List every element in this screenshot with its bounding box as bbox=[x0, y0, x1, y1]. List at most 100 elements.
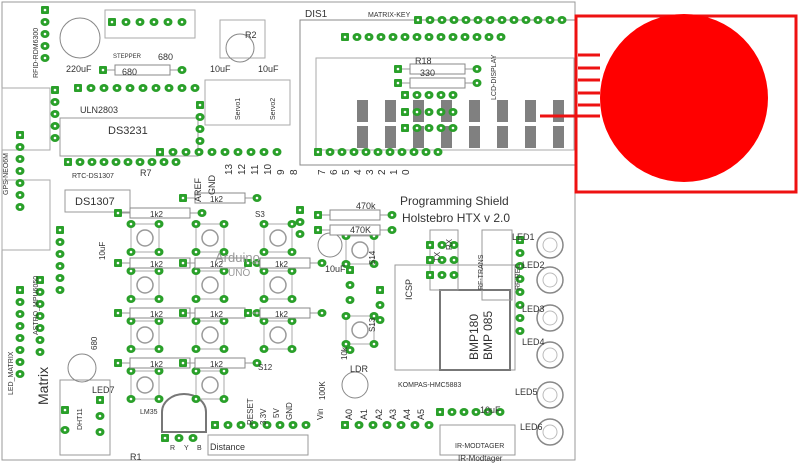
pad-hole bbox=[18, 193, 22, 197]
pad-hole bbox=[440, 243, 444, 247]
pad-hole bbox=[98, 430, 102, 434]
pad-hole bbox=[191, 436, 195, 440]
pad-hole bbox=[320, 311, 324, 315]
pad-hole bbox=[157, 297, 161, 301]
pad-hole bbox=[157, 222, 161, 226]
ds1307-label: DS1307 bbox=[75, 196, 115, 208]
pad-hole bbox=[388, 150, 392, 154]
pad-hole bbox=[200, 211, 204, 215]
pad-hole bbox=[452, 258, 456, 262]
pad-hole bbox=[439, 126, 443, 130]
pad-hole bbox=[53, 100, 57, 104]
pad-hole bbox=[18, 348, 22, 352]
pad-hole bbox=[18, 181, 22, 185]
pad-hole bbox=[138, 160, 142, 164]
pad-hole bbox=[367, 35, 371, 39]
pad-hole bbox=[129, 397, 133, 401]
pad-hole bbox=[180, 86, 184, 90]
pad-hole bbox=[38, 302, 42, 306]
resistor-value-label: 1k2 bbox=[150, 260, 163, 269]
led bbox=[536, 304, 564, 332]
pad-hole bbox=[141, 86, 145, 90]
pad-hole bbox=[403, 110, 407, 114]
pad-hole bbox=[372, 342, 376, 346]
ds3231-outline bbox=[59, 117, 199, 157]
push-button bbox=[126, 367, 164, 403]
pin-number-label: 2 bbox=[377, 169, 388, 175]
pad-hole bbox=[180, 68, 184, 72]
pad-hole bbox=[498, 410, 502, 414]
pin-number-label: 4 bbox=[353, 169, 364, 175]
pad-hole bbox=[166, 20, 170, 24]
pin-number-label: 5 bbox=[341, 169, 352, 175]
button-group bbox=[126, 220, 379, 403]
pad-hole bbox=[344, 314, 348, 318]
pad-hole bbox=[290, 269, 294, 273]
pad-hole bbox=[352, 150, 356, 154]
servo1-label: Servo1 bbox=[235, 98, 242, 120]
pad-hole bbox=[371, 423, 375, 427]
icsp-label: ICSP bbox=[404, 279, 414, 300]
cap-10d-label: 10uF bbox=[480, 405, 501, 415]
pad-hole bbox=[198, 115, 202, 119]
a3-label: A3 bbox=[388, 409, 398, 420]
a4-label: A4 bbox=[402, 409, 412, 420]
push-button bbox=[341, 232, 379, 268]
pad-hole bbox=[390, 228, 394, 232]
gnd2-label: GND bbox=[285, 402, 294, 420]
board-title-2: Holstebro HTX v 2.0 bbox=[402, 211, 510, 225]
pad-hole bbox=[102, 160, 106, 164]
pad-hole bbox=[18, 157, 22, 161]
resistor bbox=[99, 64, 187, 76]
pad-hole bbox=[194, 297, 198, 301]
pin-number-label: 11 bbox=[250, 164, 261, 175]
segment-block bbox=[469, 100, 480, 122]
ir-box bbox=[439, 424, 516, 456]
pad-hole bbox=[38, 338, 42, 342]
pad-hole bbox=[18, 324, 22, 328]
pad-hole bbox=[452, 273, 456, 277]
pad-hole bbox=[181, 361, 185, 365]
pad-hole bbox=[415, 35, 419, 39]
pad-hole bbox=[255, 196, 259, 200]
segment-block bbox=[441, 100, 452, 122]
segment-block bbox=[413, 126, 424, 148]
pad-hole bbox=[451, 126, 455, 130]
pad-hole bbox=[518, 238, 522, 242]
pad-hole bbox=[440, 18, 444, 22]
pad-hole bbox=[463, 35, 467, 39]
matrix-key-label: MATRIX-KEY bbox=[368, 12, 411, 19]
pad-hole bbox=[298, 208, 302, 212]
reset-label: RESET bbox=[246, 398, 255, 425]
pad-hole bbox=[129, 250, 133, 254]
pad-hole bbox=[246, 311, 250, 315]
pad-hole bbox=[396, 81, 400, 85]
pad-hole bbox=[222, 319, 226, 323]
pad-hole bbox=[262, 250, 266, 254]
rtc-label: RTC-DS1307 bbox=[72, 173, 114, 180]
pad-hole bbox=[436, 150, 440, 154]
gnd-label: GND bbox=[207, 175, 217, 196]
pad-hole bbox=[18, 360, 22, 364]
pad-hole bbox=[475, 67, 479, 71]
pad-hole bbox=[518, 303, 522, 307]
segment-block bbox=[525, 100, 536, 122]
pad-hole bbox=[157, 319, 161, 323]
push-button bbox=[191, 367, 229, 403]
pad-hole bbox=[53, 136, 57, 140]
pad-hole bbox=[115, 86, 119, 90]
lm35-label: LM35 bbox=[140, 409, 158, 416]
cap-10c-label: 10uF bbox=[325, 264, 346, 274]
pad-hole bbox=[403, 35, 407, 39]
pad-hole bbox=[355, 35, 359, 39]
kompas-label: KOMPAS-HMC5883 bbox=[398, 382, 461, 389]
pad-hole bbox=[452, 243, 456, 247]
pad-hole bbox=[348, 268, 352, 272]
pad-hole bbox=[452, 18, 456, 22]
segment-block bbox=[357, 100, 368, 122]
pad-hole bbox=[450, 410, 454, 414]
segment-block bbox=[385, 126, 396, 148]
pad-hole bbox=[474, 410, 478, 414]
pad-hole bbox=[428, 243, 432, 247]
pad-hole bbox=[344, 342, 348, 346]
